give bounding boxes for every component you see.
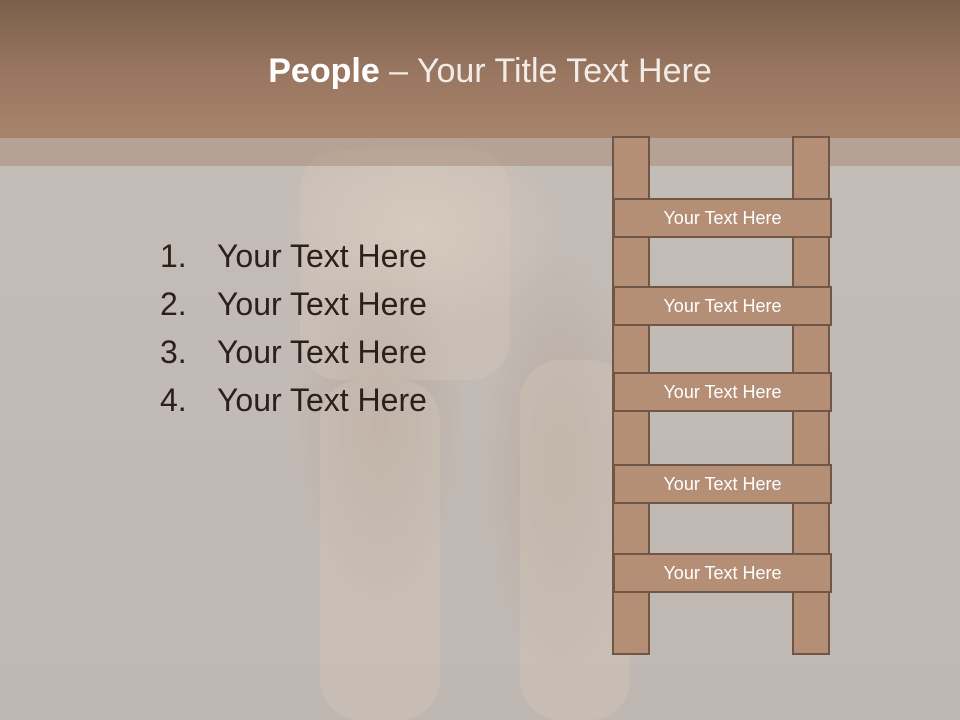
figure-legs-right bbox=[520, 360, 630, 720]
ladder-rung-4[interactable]: Your Text Here bbox=[613, 464, 832, 504]
list-item: 3. Your Text Here bbox=[160, 328, 427, 376]
numbered-list[interactable]: 1. Your Text Here 2. Your Text Here 3. Your… bbox=[160, 232, 427, 424]
list-text: Your Text Here bbox=[217, 382, 427, 418]
list-number: 1. bbox=[160, 238, 187, 274]
ladder-rung-1[interactable]: Your Text Here bbox=[613, 198, 832, 238]
ladder-rung-3[interactable]: Your Text Here bbox=[613, 372, 832, 412]
list-text: Your Text Here bbox=[217, 334, 427, 370]
ladder-rung-2[interactable]: Your Text Here bbox=[613, 286, 832, 326]
list-item: 2. Your Text Here bbox=[160, 280, 427, 328]
list-number: 3. bbox=[160, 334, 187, 370]
title-rest: – Your Title Text Here bbox=[379, 52, 712, 90]
list-text: Your Text Here bbox=[217, 286, 427, 322]
list-number: 4. bbox=[160, 382, 187, 418]
slide-title[interactable]: People – Your Title Text Here bbox=[0, 52, 960, 91]
list-item: 1. Your Text Here bbox=[160, 232, 427, 280]
list-text: Your Text Here bbox=[217, 238, 427, 274]
figure-dress bbox=[300, 150, 510, 380]
list-item: 4. Your Text Here bbox=[160, 376, 427, 424]
title-bold: People bbox=[268, 52, 380, 90]
figure-legs-left bbox=[320, 380, 440, 720]
list-number: 2. bbox=[160, 286, 187, 322]
ladder-rung-5[interactable]: Your Text Here bbox=[613, 553, 832, 593]
title-band bbox=[0, 0, 960, 138]
